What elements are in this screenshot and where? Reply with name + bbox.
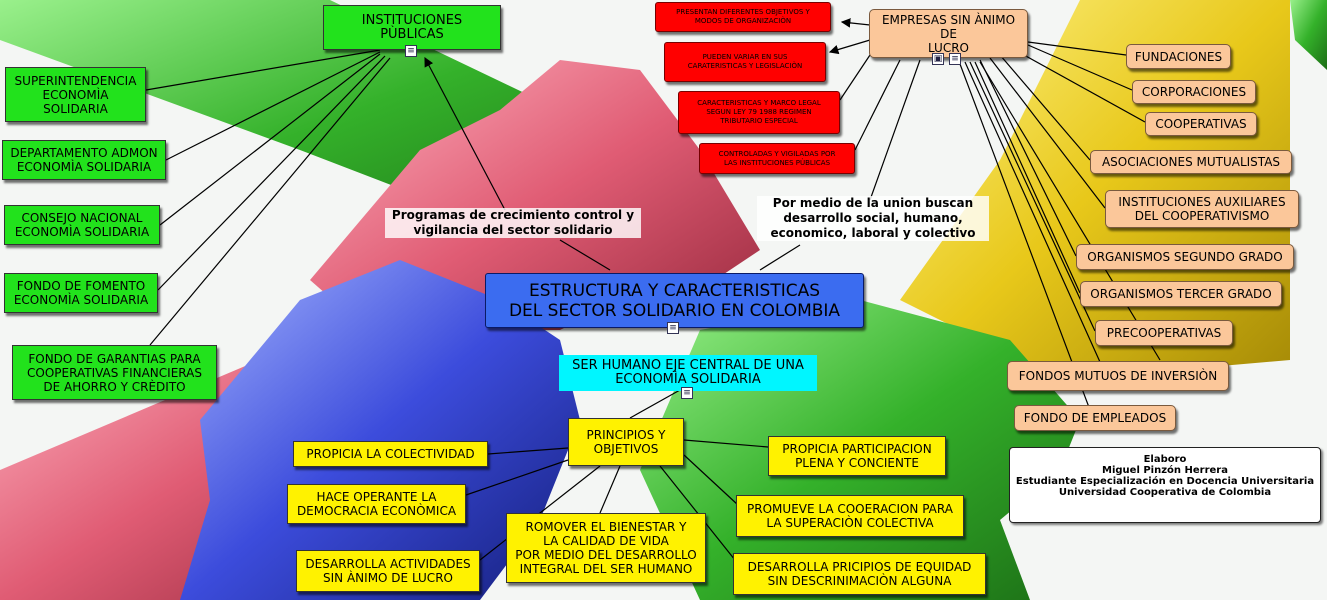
subtitle-node[interactable]: SER HUMANO EJE CENTRAL DE UNA ECONOMÌA S… (559, 355, 817, 391)
note-icon[interactable] (949, 53, 961, 65)
node-precooperativas[interactable]: PRECOOPERATIVAS (1095, 320, 1233, 346)
node-organismos-tercer[interactable]: ORGANISMOS TERCER GRADO (1080, 281, 1282, 307)
instituciones-publicas-node[interactable]: INSTITUCIONES PÙBLICAS (323, 5, 501, 50)
node-fondo-garantias[interactable]: FONDO DE GARANTIAS PARA COOPERATIVAS FIN… (12, 345, 217, 400)
node-bienestar[interactable]: ROMOVER EL BIENESTAR Y LA CALIDAD DE VID… (506, 513, 706, 583)
label-programas: Programas de crecimiento control y vigil… (385, 208, 641, 238)
central-topic-node[interactable]: ESTRUCTURA Y CARACTERISTICAS DEL SECTOR … (485, 273, 864, 328)
note-variar[interactable]: PUEDEN VARIAR EN SUS CARATERISTICAS Y LE… (664, 42, 826, 82)
node-fondo-fomento[interactable]: FONDO DE FOMENTO ECONOMÌA SOLIDARIA (4, 273, 158, 313)
principios-objetivos-node[interactable]: PRINCIPIOS Y OBJETIVOS (568, 418, 684, 466)
green-arm-corner (1290, 0, 1327, 70)
node-democracia[interactable]: HACE OPERANTE LA DEMOCRACIA ECONÒMICA (287, 484, 466, 524)
note-marco-legal[interactable]: CARACTERISTICAS Y MARCO LEGAL SEGUN LEY … (678, 91, 840, 134)
note-icon[interactable] (681, 387, 693, 399)
node-actividades[interactable]: DESARROLLA ACTIVIDADES SIN ÀNIMO DE LUCR… (296, 550, 480, 592)
node-asociaciones-mutualistas[interactable]: ASOCIACIONES MUTUALISTAS (1090, 150, 1292, 174)
node-fundaciones[interactable]: FUNDACIONES (1126, 44, 1231, 69)
note-controladas[interactable]: CONTROLADAS Y VIGILADAS POR LAS INSTITUC… (699, 143, 855, 174)
node-superintendencia[interactable]: SUPERINTENDENCIA ECONOMÌA SOLIDARIA (5, 67, 146, 122)
credit-line-4: Universidad Cooperativa de Colombia (1058, 487, 1272, 498)
node-consejo-nacional[interactable]: CONSEJO NACIONAL ECONOMÌA SOLIDARIA (4, 205, 160, 245)
node-departamento-admon[interactable]: DEPARTAMENTO ADMON ECONOMÌA SOLIDARIA (2, 140, 166, 180)
node-instituciones-auxiliares[interactable]: INSTITUCIONES AUXILIARES DEL COOPERATIVI… (1105, 190, 1299, 228)
note-objetivos[interactable]: PRESENTAN DIFERENTES OBJETIVOS Y MODOS D… (655, 2, 831, 32)
node-propicia-colectividad[interactable]: PROPICIA LA COLECTIVIDAD (293, 441, 488, 467)
note-icon[interactable] (405, 45, 417, 57)
node-fondo-empleados[interactable]: FONDO DE EMPLEADOS (1014, 405, 1176, 431)
credit-line-2: Miguel Pinzón Herrera (1102, 465, 1228, 476)
node-cooperacion[interactable]: PROMUEVE LA COOERACION PARA LA SUPERACIÒ… (736, 495, 964, 537)
label-union: Por medio de la union buscan desarrollo … (757, 196, 989, 241)
node-cooperativas[interactable]: COOPERATIVAS (1145, 112, 1257, 136)
credit-line-1: Elaboro (1143, 454, 1187, 465)
image-icon[interactable] (932, 53, 944, 65)
note-icon[interactable] (667, 322, 679, 334)
author-credit-box: Elaboro Miguel Pinzón Herrera Estudiante… (1009, 447, 1321, 523)
empresas-sin-animo-node[interactable]: EMPRESAS SIN ÀNIMO DE LUCRO (869, 9, 1028, 58)
node-organismos-segundo[interactable]: ORGANISMOS SEGUNDO GRADO (1076, 244, 1294, 270)
node-corporaciones[interactable]: CORPORACIONES (1132, 80, 1256, 104)
node-participacion[interactable]: PROPICIA PARTICIPACION PLENA Y CONCIENTE (768, 436, 946, 476)
node-equidad[interactable]: DESARROLLA PRICIPIOS DE EQUIDAD SIN DESC… (733, 553, 986, 595)
credit-line-3: Estudiante Especialización en Docencia U… (1015, 476, 1315, 487)
node-fondos-mutuos[interactable]: FONDOS MUTUOS DE INVERSIÒN (1007, 361, 1229, 391)
